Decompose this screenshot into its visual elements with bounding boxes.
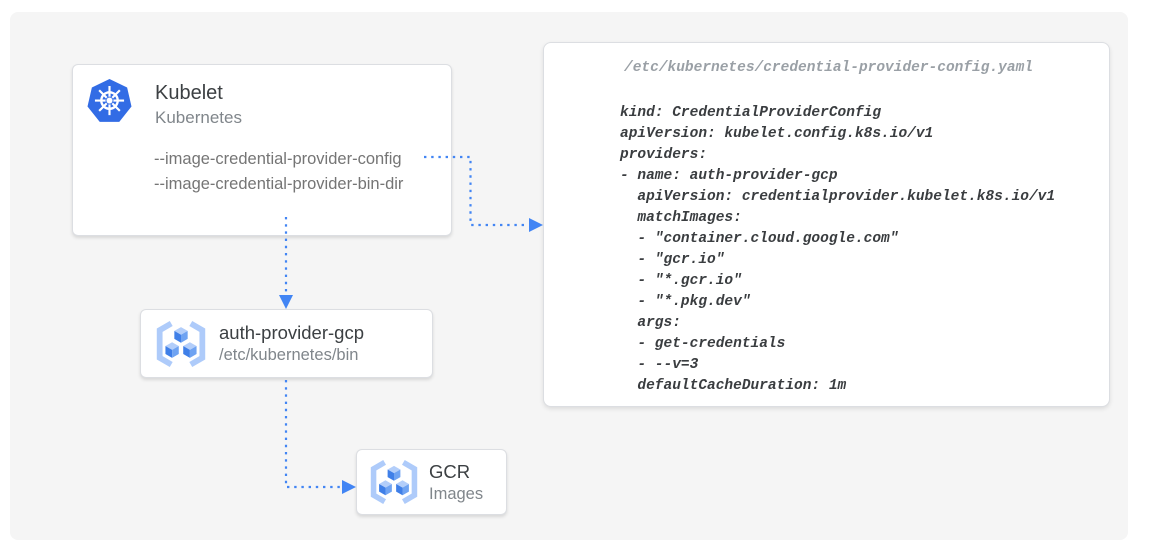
auth-provider-card-subtitle: /etc/kubernetes/bin [219,346,359,364]
yaml-file-path: /etc/kubernetes/credential-provider-conf… [624,60,1033,76]
kubelet-flag-bin-dir: --image-credential-provider-bin-dir [154,175,404,193]
kubelet-flag-list: --image-credential-provider-config --ima… [154,147,403,197]
gcr-card: GCR Images [356,449,507,515]
kubelet-card: Kubelet Kubernetes --image-credential-pr… [72,64,452,236]
yaml-code: kind: CredentialProviderConfig apiVersio… [620,105,1056,394]
kubelet-card-subtitle: Kubernetes [155,108,242,127]
kubernetes-icon [86,78,133,125]
yaml-config-panel: /etc/kubernetes/credential-provider-conf… [543,42,1110,407]
kubelet-flag-config: --image-credential-provider-config [154,150,402,168]
auth-provider-card-title: auth-provider-gcp [219,322,364,343]
gcr-card-subtitle: Images [429,485,484,503]
gcr-registry-icon [366,459,422,505]
kubelet-card-title: Kubelet [155,82,223,104]
gcr-card-title: GCR [429,461,471,482]
container-registry-icon [152,320,210,368]
auth-provider-card: auth-provider-gcp /etc/kubernetes/bin [140,309,433,378]
